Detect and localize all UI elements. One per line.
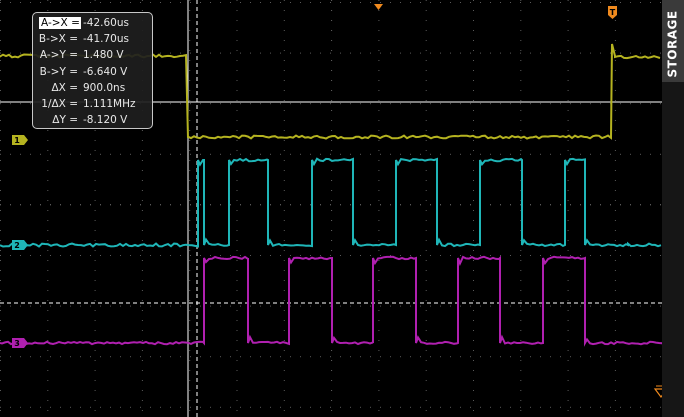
- cursor-readout-ay: A->Y = 1.480 V: [33, 47, 152, 63]
- bx-value: -41.70us: [81, 33, 129, 45]
- by-label: B->Y =: [33, 66, 81, 78]
- cursor-readout-by: B->Y = -6.640 V: [33, 64, 152, 80]
- cursor-readout-dx: ΔX = 900.0ns: [33, 80, 152, 96]
- dx-value: 900.0ns: [81, 82, 125, 94]
- cursor-readout-panel: A->X = -42.60us B->X = -41.70us A->Y = 1…: [32, 12, 153, 129]
- storage-tab-label-wrap[interactable]: STORAGE: [662, 8, 684, 80]
- channel-2-label: 2: [14, 241, 22, 250]
- cursor-readout-dy: ΔY = -8.120 V: [33, 112, 152, 128]
- storage-tab-label[interactable]: STORAGE: [666, 10, 680, 77]
- inv-dx-label: 1/ΔX =: [33, 98, 81, 110]
- dy-value: -8.120 V: [81, 114, 127, 126]
- bx-label: B->X =: [33, 33, 81, 45]
- channel-2-marker[interactable]: 2: [12, 240, 24, 250]
- dy-label: ΔY =: [33, 114, 81, 126]
- inv-dx-value: 1.111MHz: [81, 98, 136, 110]
- channel-3-label: 3: [14, 339, 22, 348]
- channel-3-marker[interactable]: 3: [12, 338, 24, 348]
- trigger-marker-label: T: [610, 8, 616, 17]
- cursor-readout-inv-dx: 1/ΔX = 1.111MHz: [33, 96, 152, 112]
- ax-label: A->X =: [39, 17, 81, 29]
- ax-value: -42.60us: [81, 17, 129, 29]
- dx-label: ΔX =: [33, 82, 81, 94]
- cursor-readout-bx: B->X = -41.70us: [33, 31, 152, 47]
- channel-1-label: 1: [14, 136, 22, 145]
- channel-1-marker[interactable]: 1: [12, 135, 24, 145]
- ay-label: A->Y =: [33, 49, 81, 61]
- cursor-readout-ax: A->X = -42.60us: [33, 15, 152, 31]
- ay-value: 1.480 V: [81, 49, 124, 61]
- by-value: -6.640 V: [81, 66, 127, 78]
